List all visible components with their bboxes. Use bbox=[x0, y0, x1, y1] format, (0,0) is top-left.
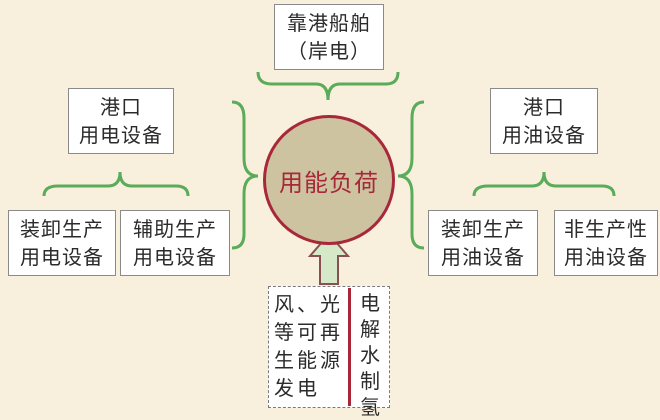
hydrogen-char: 制 bbox=[360, 369, 380, 393]
box-auxiliary-electric-equipment: 辅助生产 用电设备 bbox=[120, 210, 230, 276]
renewable-line: 生能源 bbox=[274, 348, 343, 372]
box-port-oil-line2: 用油设备 bbox=[502, 123, 586, 147]
hydrogen-production-text: 电 解 水 制 氢 bbox=[360, 290, 384, 420]
up-arrow bbox=[307, 232, 351, 285]
box-auxiliary-electric-line2: 用电设备 bbox=[133, 245, 217, 269]
hydrogen-char: 解 bbox=[360, 317, 380, 341]
box-port-oil-equipment: 港口 用油设备 bbox=[490, 88, 598, 154]
right-lower-brace bbox=[472, 171, 616, 197]
energy-load-label: 用能负荷 bbox=[279, 168, 379, 197]
box-loading-oil-equipment: 装卸生产 用油设备 bbox=[428, 210, 538, 276]
box-docked-ships-line1: 靠港船舶 bbox=[287, 11, 371, 35]
diagram-canvas bbox=[42, 71, 616, 285]
box-loading-oil-line1: 装卸生产 bbox=[441, 217, 525, 241]
box-port-electric-line2: 用电设备 bbox=[79, 123, 163, 147]
right-brace bbox=[397, 100, 425, 250]
box-loading-electric-line2: 用电设备 bbox=[20, 245, 104, 269]
box-loading-electric-line1: 装卸生产 bbox=[20, 217, 104, 241]
renewable-line: 发电 bbox=[274, 376, 320, 400]
left-lower-brace bbox=[42, 171, 190, 197]
box-docked-ships: 靠港船舶 （岸电） bbox=[274, 4, 384, 70]
box-port-electric-line1: 港口 bbox=[100, 95, 142, 119]
box-docked-ships-line2: （岸电） bbox=[287, 39, 371, 63]
top-brace bbox=[256, 71, 400, 101]
renewable-generation-text: 风、光 等可再 生能源 发电 bbox=[274, 290, 346, 402]
supply-divider bbox=[348, 288, 351, 406]
box-nonproduction-oil-line2: 用油设备 bbox=[564, 245, 648, 269]
hydrogen-char: 电 bbox=[360, 291, 380, 315]
supply-sources-box bbox=[268, 286, 390, 408]
box-port-oil-line1: 港口 bbox=[523, 95, 565, 119]
renewable-line: 风、光 bbox=[274, 292, 343, 316]
hydrogen-char: 水 bbox=[360, 343, 380, 367]
box-nonproduction-oil-equipment: 非生产性 用油设备 bbox=[554, 210, 658, 276]
left-brace bbox=[231, 100, 259, 250]
box-auxiliary-electric-line1: 辅助生产 bbox=[133, 217, 217, 241]
energy-load-hub: 用能负荷 bbox=[263, 115, 395, 245]
box-port-electric-equipment: 港口 用电设备 bbox=[68, 88, 174, 154]
hydrogen-char: 氢 bbox=[360, 395, 380, 419]
box-loading-oil-line2: 用油设备 bbox=[441, 245, 525, 269]
box-loading-electric-equipment: 装卸生产 用电设备 bbox=[8, 210, 116, 276]
box-nonproduction-oil-line1: 非生产性 bbox=[564, 217, 648, 241]
renewable-line: 等可再 bbox=[274, 320, 343, 344]
